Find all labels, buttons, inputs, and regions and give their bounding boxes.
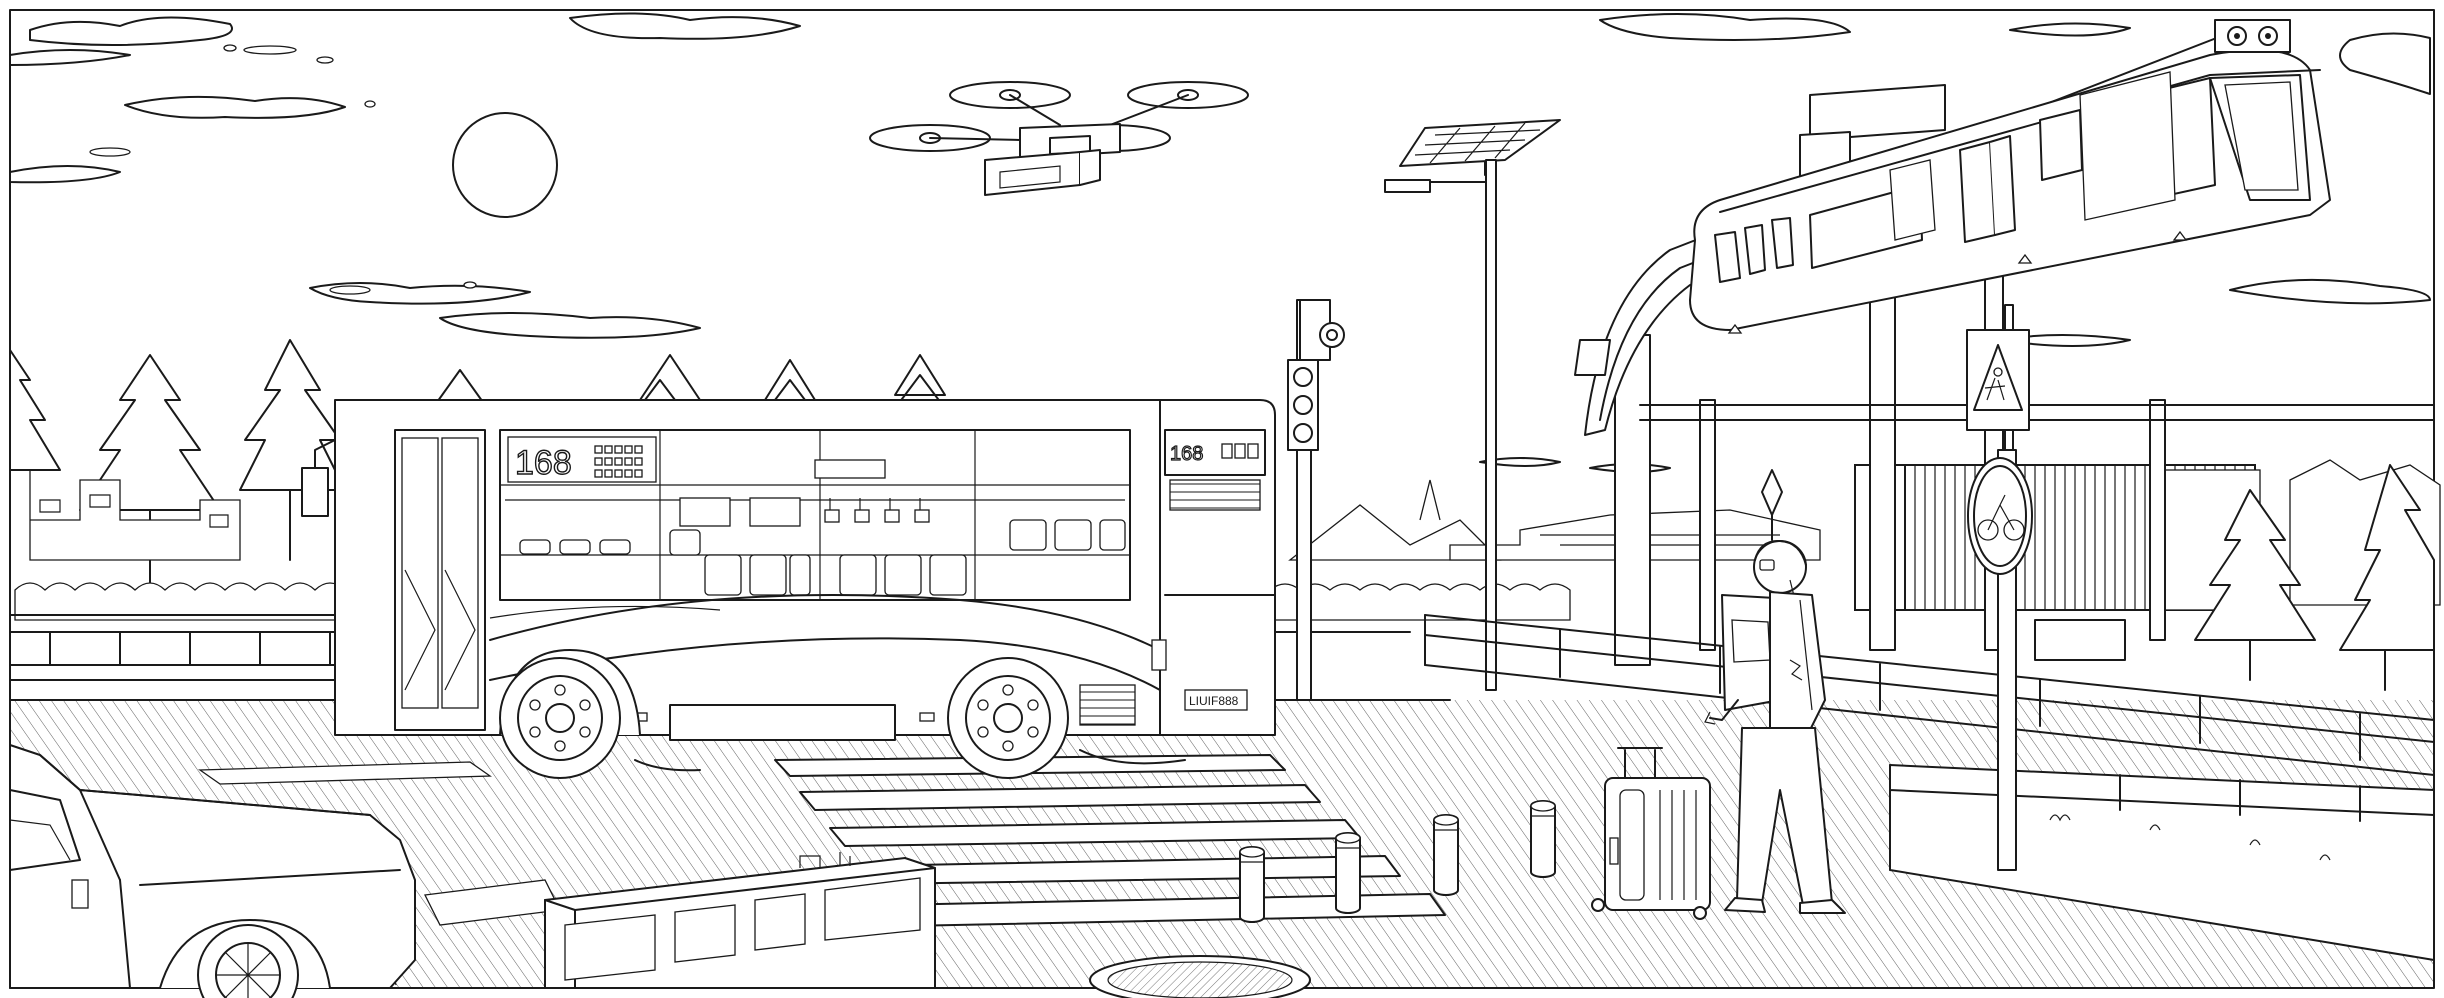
license-plate: LIUIF888 bbox=[1189, 694, 1239, 708]
bollards bbox=[1239, 800, 1556, 923]
traffic-light bbox=[1287, 299, 1345, 701]
route-display-dots bbox=[594, 445, 643, 478]
route-number-side: 168 bbox=[515, 444, 572, 482]
city-bus: 168 168 bbox=[301, 399, 1276, 779]
distant-spire bbox=[1761, 469, 1783, 516]
planter-box bbox=[544, 852, 936, 989]
monorail bbox=[1574, 19, 2435, 666]
parked-car bbox=[9, 744, 416, 998]
small-cloud-dots bbox=[89, 44, 477, 295]
sun bbox=[452, 112, 558, 218]
delivery-drone bbox=[869, 81, 1249, 196]
route-number-front: 168 bbox=[1170, 443, 1203, 465]
bicycle-lane-sign bbox=[1967, 449, 2033, 871]
background-trees-right bbox=[2034, 464, 2435, 691]
solar-street-light bbox=[1384, 119, 1561, 691]
rolling-suitcase bbox=[1591, 747, 1711, 920]
right-guard-rail bbox=[1424, 614, 2435, 961]
traveler-with-backpack bbox=[1704, 539, 1846, 914]
crosswalk bbox=[774, 754, 1446, 927]
